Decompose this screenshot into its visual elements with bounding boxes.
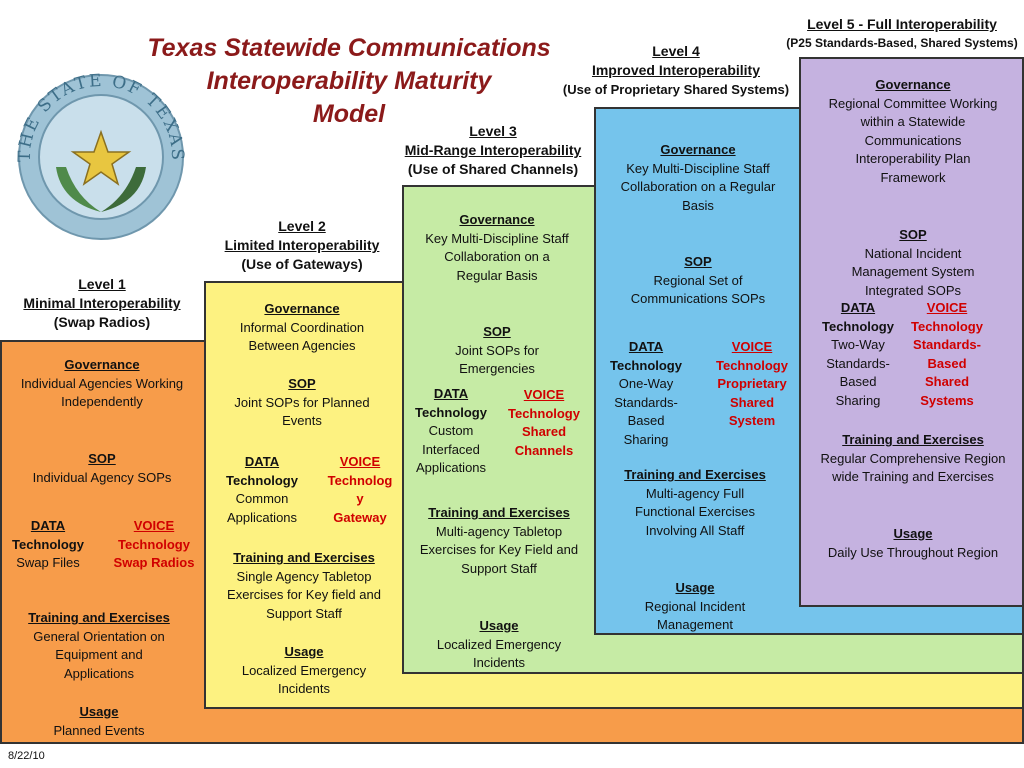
level-3-sop: SOP Joint SOPs for Emergencies xyxy=(455,324,539,376)
level-3-header: Level 3 Mid-Range Interoperability (Use … xyxy=(404,123,582,177)
level-3-training: Training and Exercises Multi-agency Tabl… xyxy=(419,505,579,576)
level-1-sop: SOP Individual Agency SOPs xyxy=(32,451,172,485)
level-4-governance: Governance Key Multi-Discipline Staff Co… xyxy=(620,142,776,213)
level-2-header: Level 2 Limited Interoperability (Use of… xyxy=(224,218,380,272)
level-2-data: DATA Technology Common Applications xyxy=(226,454,298,525)
level-3-data: DATA Technology Custom Interfaced Applic… xyxy=(415,386,487,475)
level-1-usage: Usage Planned Events xyxy=(53,704,145,738)
level-5-training: Training and Exercises Regular Comprehen… xyxy=(820,432,1006,484)
level-5-sop: SOP National Incident Management System … xyxy=(851,227,975,298)
level-4-header: Level 4 Improved Interoperability (Use o… xyxy=(562,43,790,97)
level-1-governance: Governance Individual Agencies Working I… xyxy=(20,357,184,409)
level-4-training: Training and Exercises Multi-agency Full… xyxy=(624,467,766,538)
texas-seal-icon: THE STATE OF TEXAS xyxy=(16,72,185,240)
level-4-voice: VOICE Technology Proprietary Shared Syst… xyxy=(716,339,788,428)
level-3-voice: VOICE Technology Shared Channels xyxy=(508,387,580,458)
level-4-usage: Usage Regional Incident Management xyxy=(644,580,746,632)
level-2-sop: SOP Joint SOPs for Planned Events xyxy=(234,376,370,428)
page-title: Texas Statewide Communications Interoper… xyxy=(147,34,551,128)
slide-date: 8/22/10 xyxy=(8,750,45,762)
level-5-voice: VOICE Technology Standards- Based Shared… xyxy=(911,300,983,408)
level-3-usage: Usage Localized Emergency Incidents xyxy=(436,618,562,670)
level-5-data: DATA Technology Two-Way Standards- Based… xyxy=(822,300,894,408)
level-5-governance: Governance Regional Committee Working wi… xyxy=(828,77,998,185)
level-2-usage: Usage Localized Emergency Incidents xyxy=(241,644,367,696)
level-1-data: DATA Technology Swap Files xyxy=(12,518,84,570)
level-5-header: Level 5 - Full Interoperability (P25 Sta… xyxy=(786,16,1018,50)
level-4-sop: SOP Regional Set of Communications SOPs xyxy=(630,254,766,306)
level-4-data: DATA Technology One-Way Standards- Based… xyxy=(610,339,682,447)
level-1-header: Level 1 Minimal Interoperability (Swap R… xyxy=(23,276,181,330)
level-2-governance: Governance Informal Coordination Between… xyxy=(239,301,365,353)
level-2-voice: VOICE Technolog y Gateway xyxy=(327,454,393,525)
level-1-voice: VOICE Technology Swap Radios xyxy=(113,518,195,570)
level-1-training: Training and Exercises General Orientati… xyxy=(28,610,170,681)
level-2-training: Training and Exercises Single Agency Tab… xyxy=(227,550,381,621)
level-3-governance: Governance Key Multi-Discipline Staff Co… xyxy=(425,212,569,283)
level-5-usage: Usage Daily Use Throughout Region xyxy=(827,526,999,560)
level-5-block xyxy=(799,57,1024,607)
